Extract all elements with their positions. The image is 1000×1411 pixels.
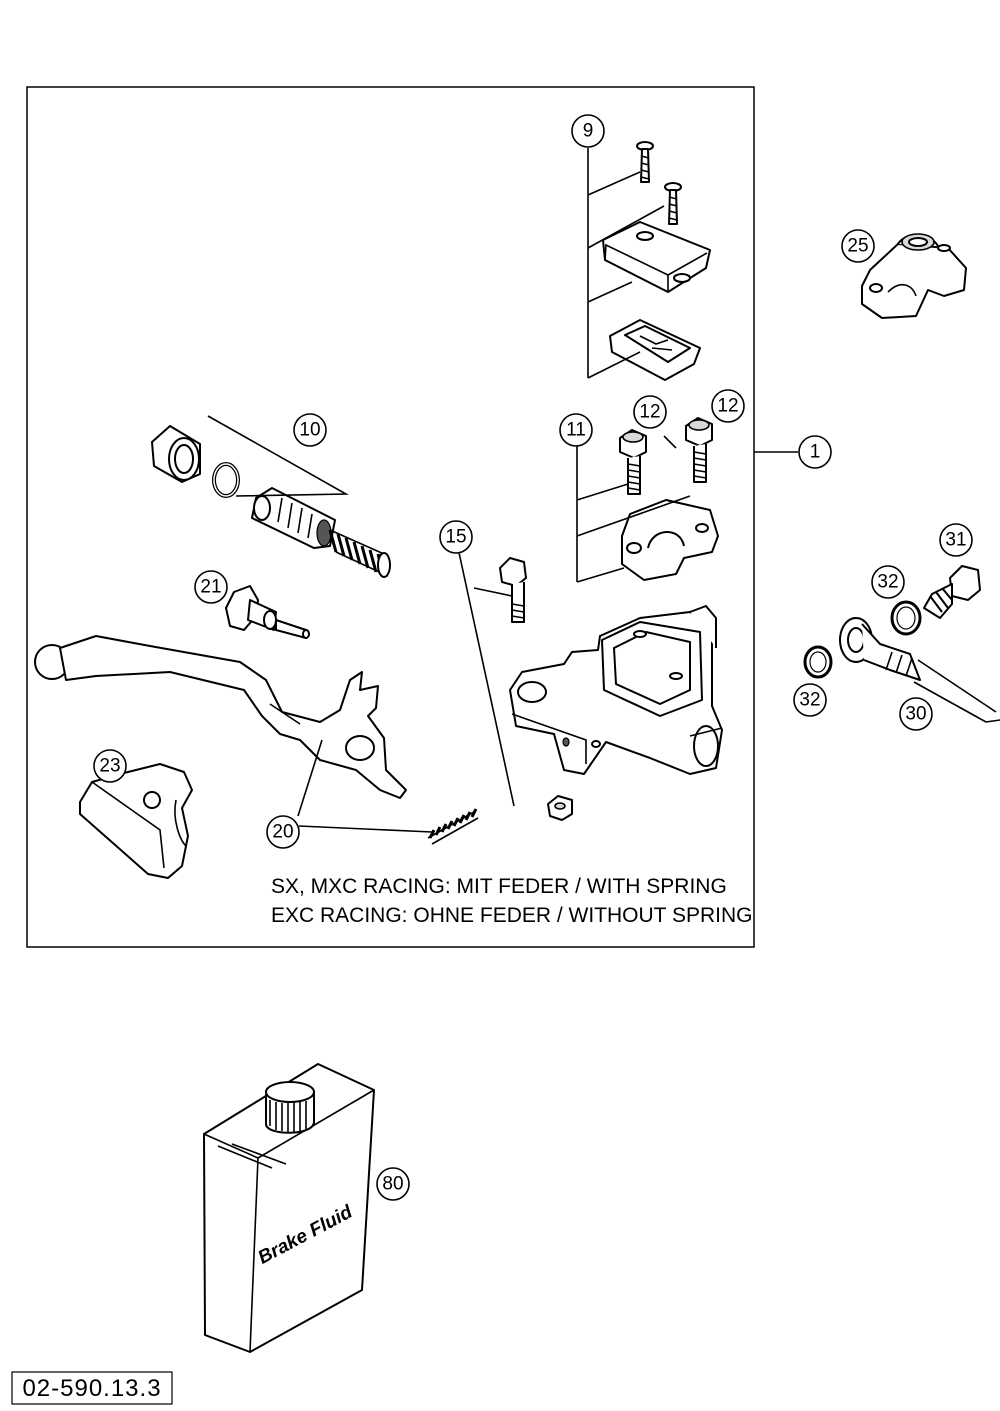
svg-text:31: 31 [945, 530, 966, 551]
cover-screw [636, 141, 654, 183]
svg-text:21: 21 [200, 577, 221, 598]
callout-10: 10 [293, 413, 327, 447]
callout-20: 20 [266, 815, 300, 849]
callout-23: 23 [93, 749, 127, 783]
callout-12: 12 [633, 395, 667, 429]
reservoir-gasket [609, 319, 701, 381]
part-30-32-hose-banjo [803, 565, 1000, 723]
svg-text:80: 80 [382, 1174, 403, 1195]
svg-text:23: 23 [99, 756, 120, 777]
banjo-bolt [923, 565, 981, 619]
callout-30: 30 [899, 697, 933, 731]
callout-32: 32 [871, 565, 905, 599]
svg-text:9: 9 [583, 121, 594, 142]
svg-text:1: 1 [810, 442, 821, 463]
part-9-reservoir-cover-group [587, 141, 711, 381]
callout-9: 9 [571, 114, 605, 148]
svg-text:25: 25 [847, 236, 868, 257]
part-25-clamp [861, 233, 967, 319]
drawing-number: 02-590.13.3 [22, 1375, 161, 1402]
note-without-spring: EXC RACING: OHNE FEDER / WITHOUT SPRING [271, 904, 752, 927]
drawing-number-box: 02-590.13.3 [11, 1371, 173, 1405]
handlebar-clamp [621, 499, 719, 581]
callout-1: 1 [798, 435, 832, 469]
brake-lever [34, 635, 407, 799]
part-20-spring [297, 739, 479, 845]
master-cylinder-body [509, 605, 723, 775]
svg-text:32: 32 [799, 690, 820, 711]
callout-21: 21 [194, 570, 228, 604]
svg-text:32: 32 [877, 572, 898, 593]
circlip [212, 462, 240, 498]
callout-12: 12 [711, 389, 745, 423]
clamp-bolt [619, 429, 647, 495]
part-23-lever-cover [79, 763, 193, 879]
part-10-piston-kit [151, 415, 391, 578]
svg-text:12: 12 [717, 396, 738, 417]
assembly-frame [26, 86, 755, 948]
part-15-pivot-bolt [457, 547, 573, 821]
svg-text:15: 15 [445, 527, 466, 548]
svg-text:11: 11 [566, 420, 586, 441]
callout-32: 32 [793, 683, 827, 717]
callout-25: 25 [841, 229, 875, 263]
part-80-brake-fluid-bottle: Brake Fluid [203, 1063, 375, 1353]
part-11-12-clamp-bolts [576, 417, 719, 583]
clamp-bolt [685, 417, 713, 483]
callout-11: 11 [559, 413, 593, 447]
part-21-adjuster [225, 585, 310, 639]
piston-spring [328, 529, 391, 578]
callout-15: 15 [439, 520, 473, 554]
piston-cup [151, 425, 201, 483]
piston [251, 487, 336, 549]
note-with-spring: SX, MXC RACING: MIT FEDER / WITH SPRING [271, 875, 727, 898]
cover-screw [664, 182, 682, 225]
svg-text:20: 20 [272, 822, 293, 843]
reservoir-cover [602, 221, 711, 293]
svg-text:10: 10 [299, 420, 320, 441]
callout-80: 80 [376, 1167, 410, 1201]
svg-text:30: 30 [905, 704, 926, 725]
callout-31: 31 [939, 523, 973, 557]
svg-text:12: 12 [639, 402, 660, 423]
